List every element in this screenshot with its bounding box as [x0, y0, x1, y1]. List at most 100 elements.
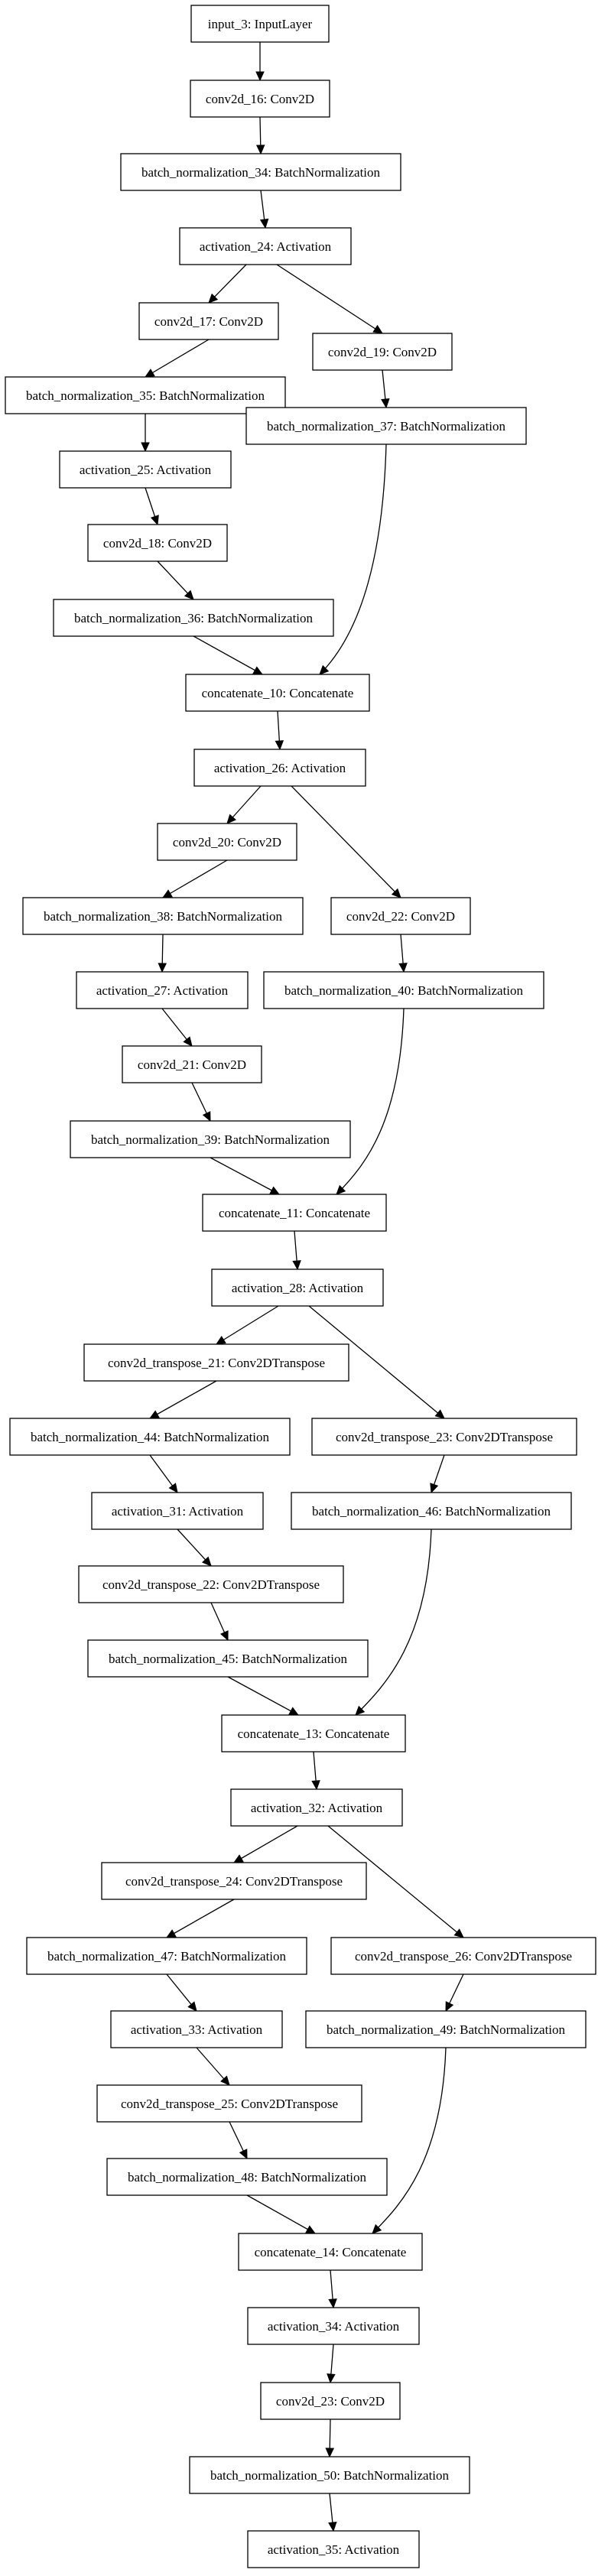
- node-label: batch_normalization_47: BatchNormalizati…: [47, 1949, 287, 1964]
- node-box: [330, 1937, 596, 1975]
- edge-concatenate-11-to-activation-28: [292, 1230, 301, 1271]
- node-box: [247, 2530, 420, 2568]
- node-label: batch_normalization_48: BatchNormalizati…: [128, 2170, 367, 2185]
- edge-activation-24-to-conv2d-19: [276, 264, 384, 334]
- node-box: [330, 897, 471, 935]
- node-label: batch_normalization_36: BatchNormalizati…: [74, 611, 314, 625]
- edge-batch-normalization-39-to-concatenate-11: [210, 1157, 281, 1195]
- node-label: conv2d_transpose_25: Conv2DTranspose: [121, 2097, 338, 2111]
- edge-batch-normalization-50-to-activation-35: [328, 2493, 337, 2532]
- node-label: batch_normalization_40: BatchNormalizati…: [284, 983, 524, 998]
- edge-line: [210, 1157, 280, 1195]
- node-label: conv2d_transpose_24: Conv2DTranspose: [125, 1874, 343, 1889]
- node-conv2d-transpose-21: conv2d_transpose_21: Conv2DTranspose: [83, 1343, 349, 1382]
- arrowhead: [255, 71, 265, 82]
- node-activation-32: activation_32: Activation: [230, 1788, 403, 1827]
- node-box: [311, 1418, 577, 1456]
- edge-activation-31-to-conv2d-transpose-22: [177, 1528, 212, 1567]
- node-box: [211, 1269, 384, 1307]
- node-batch-normalization-46: batch_normalization_46: BatchNormalizati…: [291, 1492, 572, 1530]
- node-concatenate-11: concatenate_11: Concatenate: [202, 1194, 387, 1232]
- node-label: conv2d_19: Conv2D: [328, 345, 437, 359]
- arrowhead: [453, 1928, 464, 1938]
- edge-activation-26-to-conv2d-20: [226, 785, 262, 824]
- node-box: [120, 153, 401, 191]
- node-box: [110, 2010, 283, 2048]
- edge-conv2d-transpose-21-to-batch-normalization-44: [148, 1380, 217, 1419]
- edge-line: [308, 1305, 445, 1419]
- arrowhead: [168, 1483, 178, 1493]
- node-label: batch_normalization_46: BatchNormalizati…: [312, 1504, 551, 1519]
- node-box: [230, 1788, 403, 1827]
- edge-line: [216, 1305, 279, 1345]
- arrowhead: [220, 1630, 229, 1642]
- node-box: [87, 524, 228, 562]
- node-batch-normalization-38: batch_normalization_38: BatchNormalizati…: [22, 897, 304, 935]
- edge-line: [372, 2047, 447, 2234]
- node-label: batch_normalization_44: BatchNormalizati…: [31, 1430, 270, 1444]
- node-activation-33: activation_33: Activation: [110, 2010, 283, 2048]
- edge-line: [336, 1008, 405, 1195]
- edge-line: [233, 1825, 298, 1863]
- arrowhead: [184, 590, 194, 600]
- node-label: activation_31: Activation: [112, 1504, 244, 1519]
- edge-batch-normalization-44-to-activation-31: [149, 1454, 178, 1493]
- edge-concatenate-13-to-activation-32: [311, 1751, 320, 1791]
- arrowhead: [239, 2149, 248, 2160]
- edge-input-3-to-conv2d-16: [255, 42, 265, 82]
- node-box: [76, 971, 249, 1009]
- node-label: conv2d_22: Conv2D: [346, 909, 455, 924]
- node-box: [247, 2307, 420, 2345]
- node-box: [245, 407, 527, 445]
- node-batch-normalization-39: batch_normalization_39: BatchNormalizati…: [70, 1120, 351, 1158]
- node-box: [53, 599, 334, 637]
- node-activation-25: activation_25: Activation: [59, 450, 232, 489]
- node-conv2d-18: conv2d_18: Conv2D: [87, 524, 228, 562]
- node-activation-31: activation_31: Activation: [91, 1492, 264, 1530]
- arrowhead: [202, 1111, 211, 1122]
- node-box: [26, 1937, 307, 1975]
- edge-line: [149, 1380, 217, 1419]
- arrowhead: [288, 1707, 300, 1716]
- node-box: [106, 2158, 388, 2196]
- node-conv2d-23: conv2d_23: Conv2D: [260, 2382, 401, 2420]
- node-box: [91, 1492, 264, 1530]
- arrowhead: [183, 1036, 193, 1047]
- edge-line: [162, 859, 228, 898]
- node-activation-26: activation_26: Activation: [193, 749, 366, 787]
- edge-batch-normalization-49-to-concatenate-14: [372, 2047, 447, 2234]
- arrowhead: [187, 2001, 197, 2012]
- edge-concatenate-10-to-activation-26: [275, 710, 284, 751]
- arrowhead: [434, 1409, 445, 1419]
- node-batch-normalization-34: batch_normalization_34: BatchNormalizati…: [120, 153, 401, 191]
- node-box: [190, 5, 330, 43]
- node-label: batch_normalization_39: BatchNormalizati…: [91, 1132, 330, 1147]
- node-concatenate-14: concatenate_14: Concatenate: [238, 2233, 423, 2271]
- node-conv2d-21: conv2d_21: Conv2D: [122, 1045, 262, 1083]
- arrowhead: [141, 442, 150, 453]
- node-box: [22, 897, 304, 935]
- node-label: conv2d_transpose_26: Conv2DTranspose: [355, 1949, 572, 1964]
- node-label: conv2d_transpose_21: Conv2DTranspose: [108, 1356, 325, 1370]
- edge-conv2d-21-to-batch-normalization-39: [191, 1082, 211, 1122]
- arrowhead: [232, 1854, 244, 1863]
- node-concatenate-10: concatenate_10: Concatenate: [185, 674, 370, 712]
- node-activation-35: activation_35: Activation: [247, 2530, 420, 2568]
- edge-conv2d-20-to-batch-normalization-38: [161, 859, 228, 898]
- arrowhead: [269, 1186, 281, 1195]
- arrowhead: [150, 515, 159, 526]
- node-box: [312, 333, 453, 371]
- edge-conv2d-19-to-batch-normalization-37: [381, 369, 390, 409]
- node-label: concatenate_13: Concatenate: [238, 1727, 390, 1741]
- node-label: activation_28: Activation: [232, 1281, 364, 1295]
- edge-line: [327, 1825, 464, 1938]
- edge-batch-normalization-48-to-concatenate-14: [246, 2194, 317, 2234]
- edge-line: [246, 2194, 316, 2234]
- edges-layer: [141, 42, 464, 2532]
- node-label: conv2d_21: Conv2D: [138, 1057, 246, 1072]
- arrowhead: [372, 324, 384, 334]
- node-label: conv2d_17: Conv2D: [154, 314, 263, 329]
- edge-activation-33-to-conv2d-transpose-25: [196, 2047, 230, 2086]
- arrowhead: [259, 218, 269, 229]
